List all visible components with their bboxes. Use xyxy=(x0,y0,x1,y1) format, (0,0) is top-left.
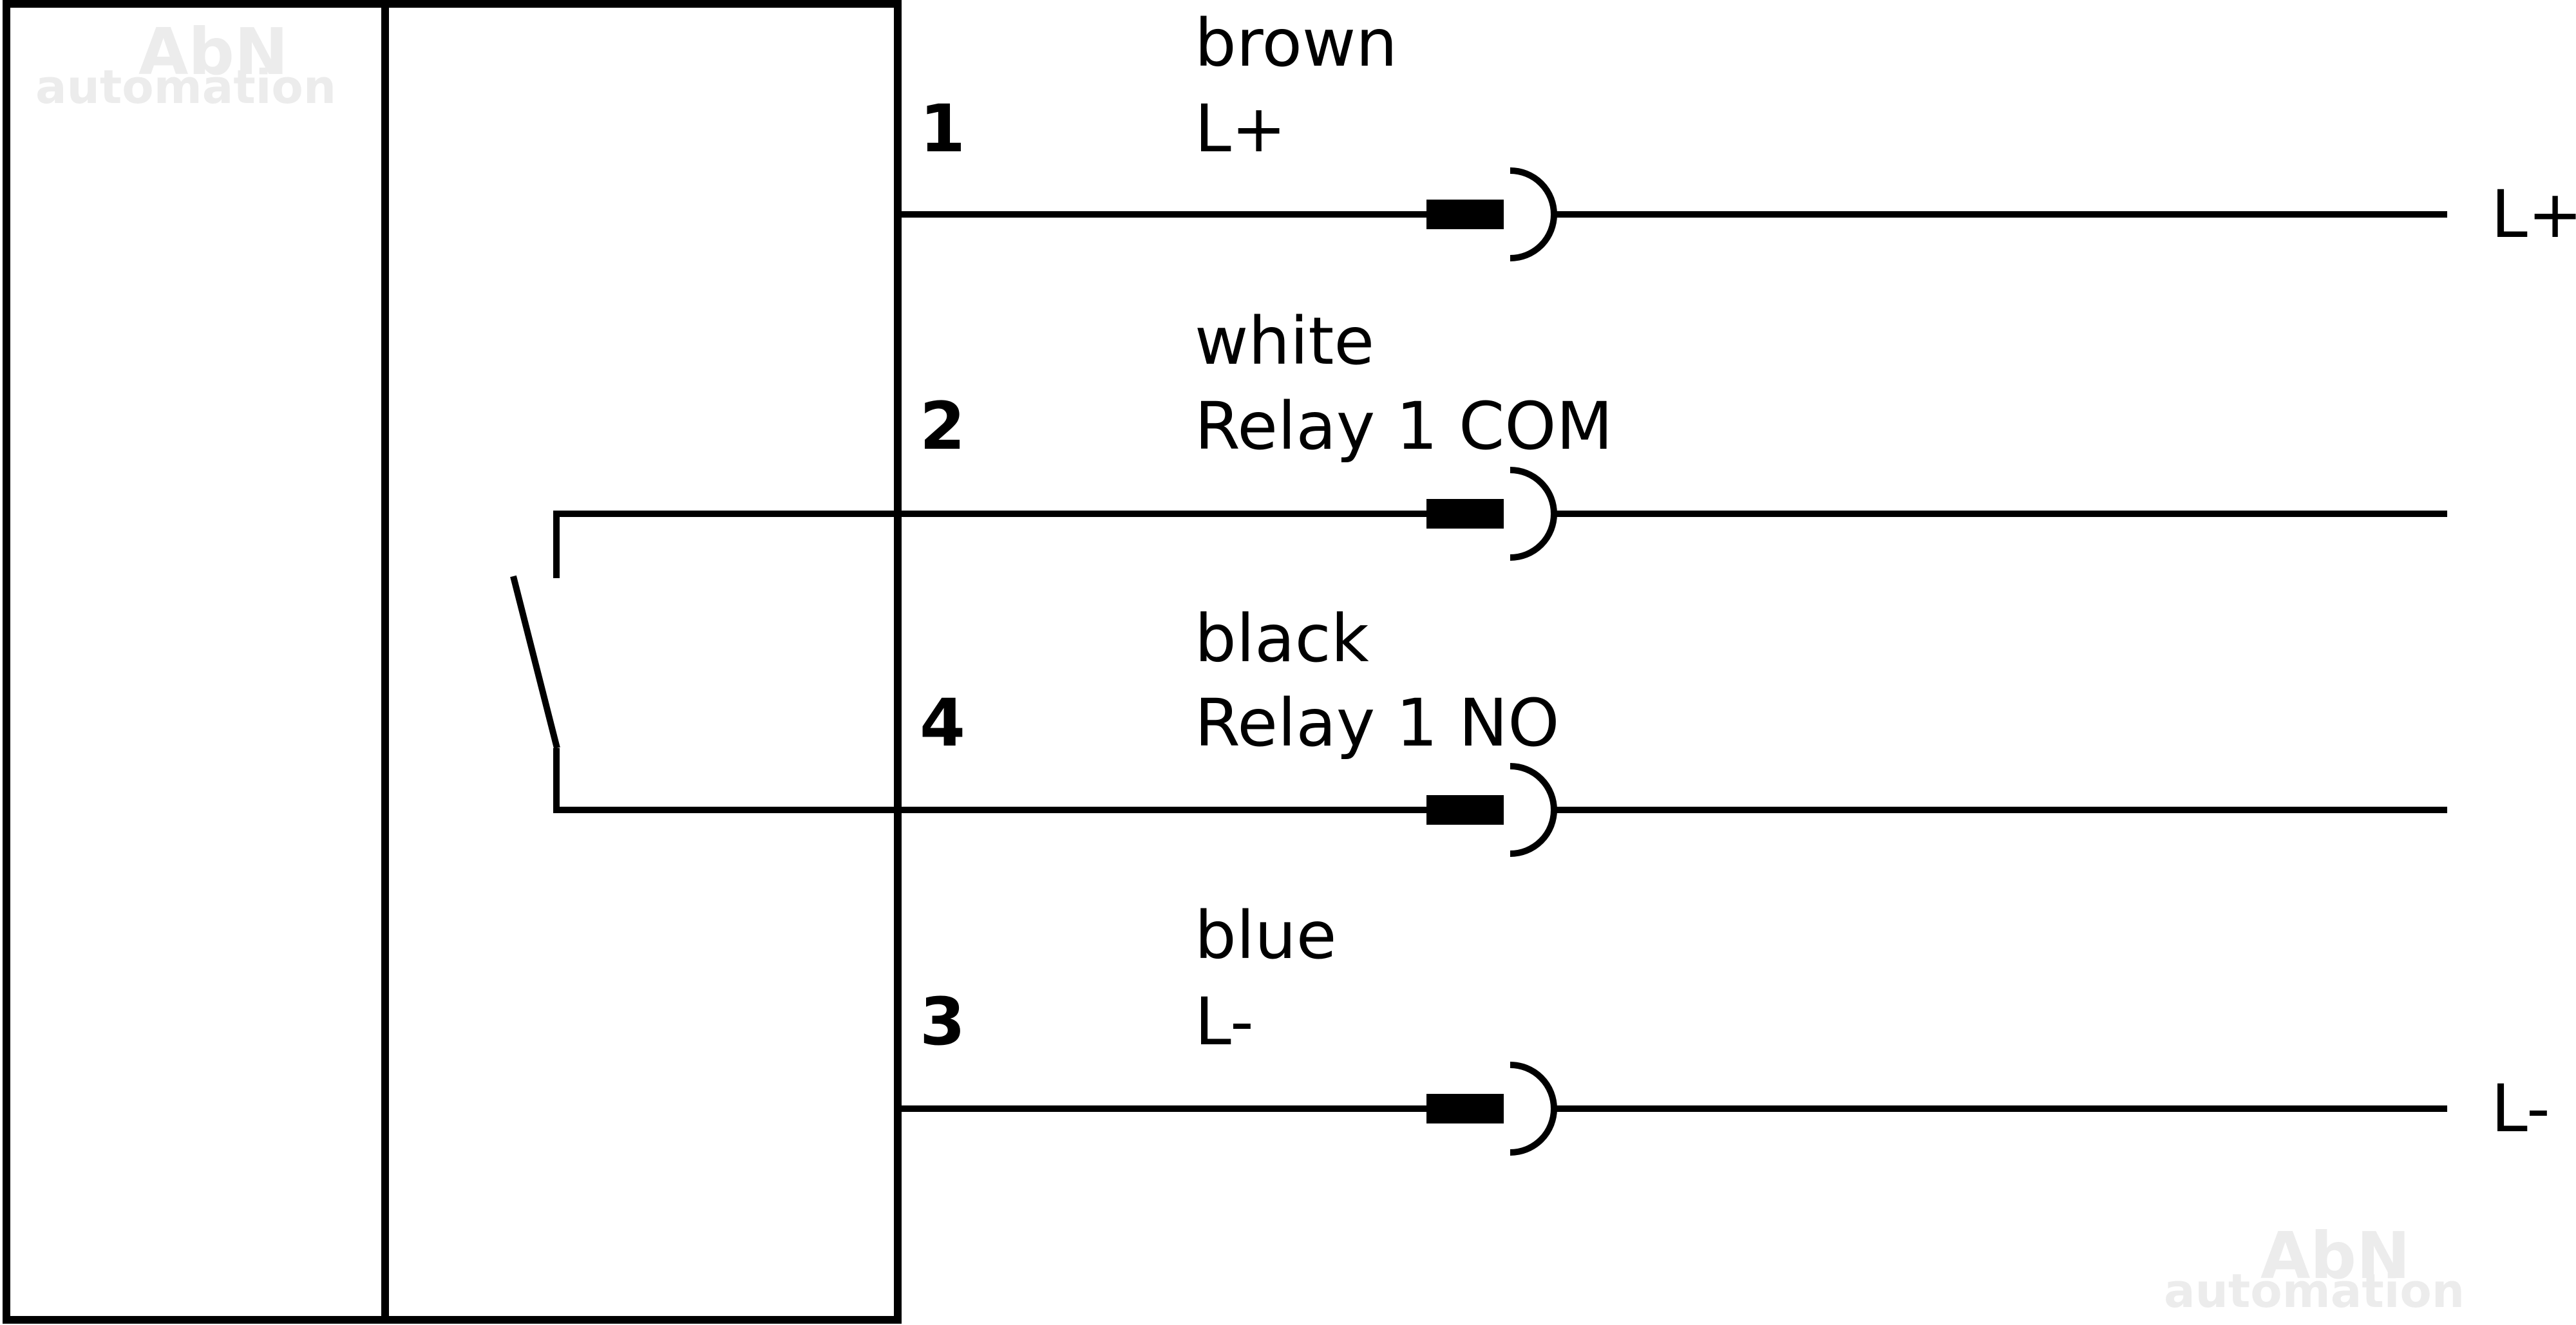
wire-color-label: white xyxy=(1195,303,1374,380)
pin-number: 4 xyxy=(920,685,965,762)
signal-label: Relay 1 COM xyxy=(1195,388,1613,465)
pin-row-3: 3 blue L- L- xyxy=(898,897,2550,1156)
pin-number: 3 xyxy=(920,984,965,1060)
connector-plug xyxy=(1426,795,1504,825)
pin-row-1: 1 brown L+ L+ xyxy=(898,5,2576,261)
relay-switch-blade xyxy=(510,575,560,749)
watermark-brand: AbN xyxy=(138,14,289,89)
connector-plug xyxy=(1426,200,1504,229)
connector-plug xyxy=(1426,499,1504,529)
connector-socket xyxy=(1510,1062,1557,1156)
watermark-top-left: AbN automation xyxy=(35,14,336,114)
wire-color-label: brown xyxy=(1195,5,1397,82)
pin-row-4: 4 black Relay 1 NO xyxy=(898,601,2447,857)
relay-contact-symbol xyxy=(510,511,895,813)
watermark-sub: automation xyxy=(35,60,336,114)
watermark-sub: automation xyxy=(2164,1264,2465,1318)
connector-socket xyxy=(1510,167,1557,261)
connector-socket xyxy=(1510,763,1557,857)
wire-color-label: black xyxy=(1195,601,1369,677)
connector-socket xyxy=(1510,467,1557,561)
wire-color-label: blue xyxy=(1195,897,1337,974)
signal-label: Relay 1 NO xyxy=(1195,685,1560,762)
pin-number: 1 xyxy=(920,91,965,167)
pin-row-2: 2 white Relay 1 COM xyxy=(898,303,2447,561)
connector-plug xyxy=(1426,1094,1504,1123)
terminal-label: L- xyxy=(2491,1071,2550,1147)
watermark-brand: AbN xyxy=(2260,1218,2410,1293)
signal-label: L+ xyxy=(1195,91,1286,167)
signal-label: L- xyxy=(1195,984,1254,1060)
relay-com-internal-wire xyxy=(553,511,895,578)
watermark-bottom-right: AbN automation xyxy=(2164,1218,2465,1318)
terminal-label: L+ xyxy=(2491,176,2576,253)
relay-no-internal-wire xyxy=(553,748,895,813)
pin-number: 2 xyxy=(920,388,965,465)
device-housing xyxy=(3,0,902,1324)
